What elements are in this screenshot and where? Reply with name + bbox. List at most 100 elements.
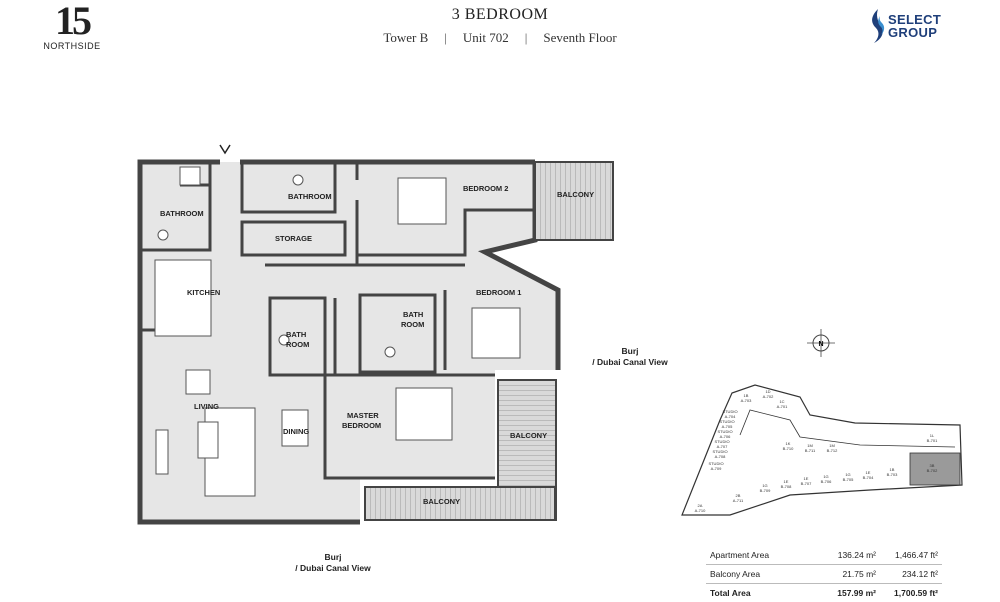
- area-row: Apartment Area 136.24 m² 1,466.47 ft²: [706, 546, 942, 565]
- key-plan-unit-type: 1L: [930, 433, 935, 438]
- room-label-storage: STORAGE: [275, 234, 312, 243]
- area-sqm: 157.99 m²: [837, 588, 876, 598]
- unit-subtitle: Tower B | Unit 702 | Seventh Floor: [300, 30, 700, 46]
- key-plan-units: 1BA-7031DA-7021CA-701STUDIOA-704STUDIOA-…: [695, 389, 938, 513]
- room-label-bedroom2: BEDROOM 2: [463, 184, 508, 193]
- key-plan-unit-type: 2B: [736, 493, 741, 498]
- bed-icon: [471, 307, 521, 359]
- room-label-master-line2: BEDROOM: [342, 421, 381, 430]
- room-label-bath2-line2: ROOM: [401, 320, 424, 329]
- key-plan-unit-type: STUDIO: [712, 449, 727, 454]
- key-plan-unit-id: B-710: [783, 446, 794, 451]
- armchair-icon: [185, 369, 211, 395]
- room-label-master-line1: MASTER: [347, 411, 379, 420]
- building-inner-outline: [739, 409, 956, 448]
- toilet-icon: [384, 346, 396, 358]
- key-plan-unit-type: STUDIO: [708, 461, 723, 466]
- key-plan-unit-id: A-705: [722, 424, 733, 429]
- key-plan-unit-id: B-706: [821, 479, 832, 484]
- key-plan-unit-id: B-704: [863, 475, 874, 480]
- key-plan-unit-type: 1D: [765, 389, 770, 394]
- area-label: Apartment Area: [710, 550, 770, 560]
- tower-label: Tower B: [383, 30, 429, 45]
- key-plan-unit-type: 3B: [930, 463, 935, 468]
- toilet-icon: [278, 334, 290, 346]
- room-label-balcony-top: BALCONY: [557, 190, 594, 199]
- compass-label: N: [818, 341, 823, 348]
- unit-label: Unit 702: [462, 30, 509, 45]
- area-row: Balcony Area 21.75 m² 234.12 ft²: [706, 565, 942, 584]
- key-plan-unit-id: A-709: [711, 466, 722, 471]
- room-label-bath1-line1: BATH: [286, 330, 306, 339]
- washer-icon: [179, 166, 201, 186]
- key-plan-unit-id: A-706: [720, 434, 731, 439]
- developer-logo: 15 NORTHSIDE: [42, 0, 102, 52]
- room-label-kitchen: KITCHEN: [187, 288, 220, 297]
- key-plan-unit-type: 1G: [845, 472, 850, 477]
- room-label-bathroom-top: BATHROOM: [288, 192, 332, 201]
- entrance-arrow-icon: [219, 144, 231, 155]
- key-plan-unit-id: B-707: [801, 481, 812, 486]
- view-bottom-line1: Burj: [324, 552, 342, 562]
- key-plan-unit-type: 1E: [866, 470, 871, 475]
- brand-name-line1: SELECT: [888, 12, 942, 27]
- key-plan-unit-id: B-711: [805, 448, 816, 453]
- brand-logo: SELECT GROUP: [868, 8, 968, 44]
- separator: |: [444, 30, 447, 45]
- key-plan-unit-id: B-705: [843, 477, 854, 482]
- view-label-right: Burj / Dubai Canal View: [585, 346, 675, 368]
- logo-text: NORTHSIDE: [43, 41, 101, 51]
- key-plan-unit-type: STUDIO: [722, 409, 737, 414]
- key-plan-unit-type: 1M: [829, 443, 835, 448]
- highlighted-unit-b702: [909, 452, 961, 486]
- area-table: Apartment Area 136.24 m² 1,466.47 ft² Ba…: [706, 546, 942, 602]
- coffee-table-icon: [197, 421, 219, 459]
- key-plan-unit-id: B-708: [781, 484, 792, 489]
- floor-label: Seventh Floor: [543, 30, 617, 45]
- key-plan-unit-id: B-712: [827, 448, 838, 453]
- bed-icon: [397, 177, 447, 225]
- key-plan-unit-id: A-701: [777, 404, 788, 409]
- key-plan-unit-type: 1G: [823, 474, 828, 479]
- room-label-bath1-line2: ROOM: [286, 340, 309, 349]
- bed-icon: [395, 387, 453, 441]
- key-plan-unit-id: A-710: [695, 508, 706, 513]
- view-label-bottom: Burj / Dubai Canal View: [288, 552, 378, 574]
- furniture: [154, 166, 521, 497]
- room-label-dining: DINING: [283, 427, 309, 436]
- key-plan-unit-type: STUDIO: [717, 429, 732, 434]
- key-plan-unit-id: B-703: [887, 472, 898, 477]
- area-sqft: 1,466.47 ft²: [894, 550, 938, 560]
- key-plan-unit-type: 1E: [784, 479, 789, 484]
- key-plan-unit-id: A-702: [763, 394, 774, 399]
- interior-walls: [140, 162, 535, 480]
- area-sqm: 21.75 m²: [842, 569, 876, 579]
- key-plan-unit-type: 1K: [786, 441, 791, 446]
- toilet-icon: [292, 174, 304, 186]
- brand-name-line2: GROUP: [888, 25, 938, 40]
- key-plan-unit-id: A-711: [733, 498, 744, 503]
- balcony-bottom-deck: [364, 486, 556, 521]
- key-plan-unit-id: A-704: [725, 414, 736, 419]
- key-plan-unit-id: B-709: [760, 488, 771, 493]
- kitchen-counter-icon: [154, 259, 212, 337]
- logo-number: 15: [55, 0, 92, 43]
- key-plan-unit-id: A-707: [717, 444, 728, 449]
- page-title: 3 BEDROOM: [451, 6, 549, 23]
- key-plan: 1BA-7031DA-7021CA-701STUDIOA-704STUDIOA-…: [681, 384, 963, 516]
- area-row-total: Total Area 157.99 m² 1,700.59 ft²: [706, 584, 942, 602]
- key-plan-unit-id: A-708: [715, 454, 726, 459]
- key-plan-unit-type: 1G: [762, 483, 767, 488]
- key-plan-unit-type: 1B: [744, 393, 749, 398]
- balcony-top-deck: [534, 161, 614, 241]
- key-plan-unit-type: STUDIO: [719, 419, 734, 424]
- dining-table-icon: [281, 409, 309, 447]
- tv-unit-icon: [155, 429, 169, 475]
- key-plan-unit-id: A-703: [741, 398, 752, 403]
- key-plan-unit-type: 1C: [779, 399, 784, 404]
- view-bottom-line2: / Dubai Canal View: [295, 563, 371, 573]
- key-plan-unit-type: 1E: [804, 476, 809, 481]
- key-plan-unit-type: 2A: [698, 503, 703, 508]
- separator: |: [524, 30, 528, 45]
- area-sqft: 234.12 ft²: [902, 569, 938, 579]
